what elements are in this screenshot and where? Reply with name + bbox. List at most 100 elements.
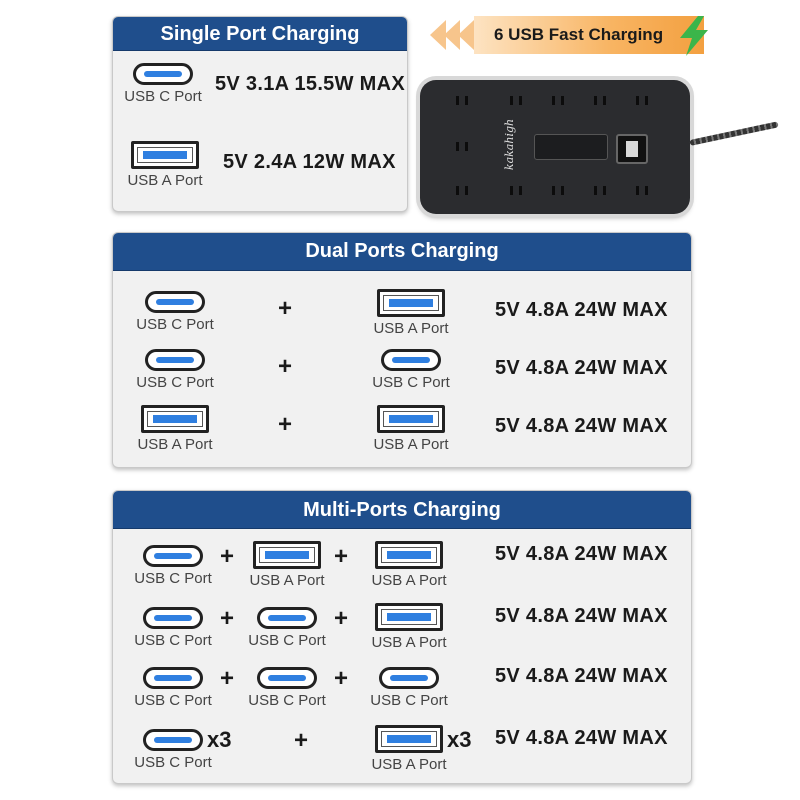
port-label: USB C Port — [372, 374, 450, 391]
ac-outlet — [454, 184, 470, 198]
power-strip-image: kakahigh — [420, 80, 690, 214]
usb-a-icon — [253, 541, 321, 569]
brand-logo: kakahigh — [503, 118, 517, 171]
usb-c-port: USB C Port — [125, 349, 225, 391]
usb-c-port: USB C Port — [123, 545, 223, 587]
spec-text: 5V 4.8A 24W MAX — [495, 727, 668, 749]
plus-sign: + — [333, 605, 348, 632]
port-label: USB C Port — [134, 692, 212, 709]
port-label: USB C Port — [134, 570, 212, 587]
spec-text: 5V 3.1A 15.5W MAX — [215, 73, 405, 95]
usb-c-icon — [257, 667, 317, 689]
usb-port-block — [534, 134, 608, 160]
usb-c-port: USB C Port — [361, 349, 461, 391]
multi-ports-panel: Multi-Ports Charging USB C Port + USB A … — [112, 490, 692, 784]
port-label: USB A Port — [137, 436, 213, 453]
port-label: USB C Port — [136, 316, 214, 333]
usb-c-icon — [133, 63, 193, 85]
port-label: USB C Port — [124, 88, 202, 105]
port-label: USB A Port — [127, 172, 203, 189]
usb-a-icon — [377, 405, 445, 433]
ac-outlet — [508, 184, 524, 198]
usb-c-port: USB C Port — [359, 667, 459, 709]
spec-text: 5V 4.8A 24W MAX — [495, 665, 668, 687]
usb-a-icon — [375, 541, 443, 569]
usb-c-port: USB C Port — [237, 607, 337, 649]
usb-a-port: USB A Port — [359, 725, 459, 773]
usb-c-icon — [143, 545, 203, 567]
plus-sign: + — [219, 665, 234, 692]
multiplier-text: x3 — [207, 727, 232, 752]
plus-sign: + — [333, 543, 348, 570]
port-label: USB C Port — [134, 754, 212, 771]
port-label: USB A Port — [371, 572, 447, 589]
spec-text: 5V 4.8A 24W MAX — [495, 543, 668, 565]
usb-c-port: USB C Port — [123, 729, 223, 771]
usb-a-icon — [375, 603, 443, 631]
port-label: USB C Port — [248, 692, 326, 709]
usb-c-icon — [145, 291, 205, 313]
usb-c-icon — [257, 607, 317, 629]
dual-ports-title: Dual Ports Charging — [113, 233, 691, 271]
usb-a-icon — [377, 289, 445, 317]
usb-a-port: USB A Port — [359, 603, 459, 651]
ac-outlet — [508, 94, 524, 108]
port-label: USB C Port — [136, 374, 214, 391]
multiplier-text: x3 — [447, 727, 472, 752]
chevron-left-icon — [444, 20, 460, 50]
usb-a-icon — [375, 725, 443, 753]
usb-c-icon — [379, 667, 439, 689]
spec-text: 5V 4.8A 24W MAX — [495, 415, 668, 437]
port-label: USB A Port — [373, 436, 449, 453]
ac-outlet — [592, 94, 608, 108]
port-label: USB C Port — [248, 632, 326, 649]
single-port-panel: Single Port Charging USB C Port 5V 3.1A … — [112, 16, 408, 212]
usb-c-port: USB C Port — [123, 607, 223, 649]
plus-sign: + — [277, 411, 292, 438]
spec-text: 5V 4.8A 24W MAX — [495, 299, 668, 321]
usb-a-port: USB A Port — [125, 405, 225, 453]
usb-c-icon — [143, 667, 203, 689]
ac-outlet — [634, 184, 650, 198]
usb-c-icon — [145, 349, 205, 371]
port-label: USB A Port — [249, 572, 325, 589]
usb-c-port: USB C Port — [113, 63, 213, 105]
chevron-left-icon — [430, 20, 446, 50]
usb-a-icon — [131, 141, 199, 169]
usb-a-port: USB A Port — [237, 541, 337, 589]
usb-c-icon — [381, 349, 441, 371]
ac-outlet — [550, 94, 566, 108]
lightning-bolt-icon — [680, 16, 708, 56]
chevron-left-icon — [458, 20, 474, 50]
ac-outlet — [592, 184, 608, 198]
port-label: USB A Port — [371, 756, 447, 773]
plus-sign: + — [277, 295, 292, 322]
ac-outlet — [550, 184, 566, 198]
port-label: USB A Port — [373, 320, 449, 337]
spec-text: 5V 2.4A 12W MAX — [223, 151, 396, 173]
multi-ports-title: Multi-Ports Charging — [113, 491, 691, 529]
usb-c-port: USB C Port — [123, 667, 223, 709]
port-label: USB A Port — [371, 634, 447, 651]
power-switch — [616, 134, 648, 164]
plus-sign: + — [219, 543, 234, 570]
spec-text: 5V 4.8A 24W MAX — [495, 357, 668, 379]
banner-text: 6 USB Fast Charging — [494, 25, 664, 44]
usb-c-port: USB C Port — [237, 667, 337, 709]
usb-a-port: USB A Port — [359, 541, 459, 589]
spec-text: 5V 4.8A 24W MAX — [495, 605, 668, 627]
port-label: USB C Port — [134, 632, 212, 649]
usb-a-port: USB A Port — [361, 289, 461, 337]
port-label: USB C Port — [370, 692, 448, 709]
single-port-title: Single Port Charging — [113, 17, 407, 51]
ac-outlet — [454, 94, 470, 108]
ac-outlet — [634, 94, 650, 108]
ac-outlet — [454, 140, 470, 154]
power-cord — [689, 121, 779, 146]
plus-sign: + — [293, 727, 308, 754]
usb-a-icon — [141, 405, 209, 433]
usb-c-icon — [143, 729, 203, 751]
usb-a-port: USB A Port — [115, 141, 215, 189]
banner-bar — [474, 16, 704, 54]
plus-sign: + — [219, 605, 234, 632]
